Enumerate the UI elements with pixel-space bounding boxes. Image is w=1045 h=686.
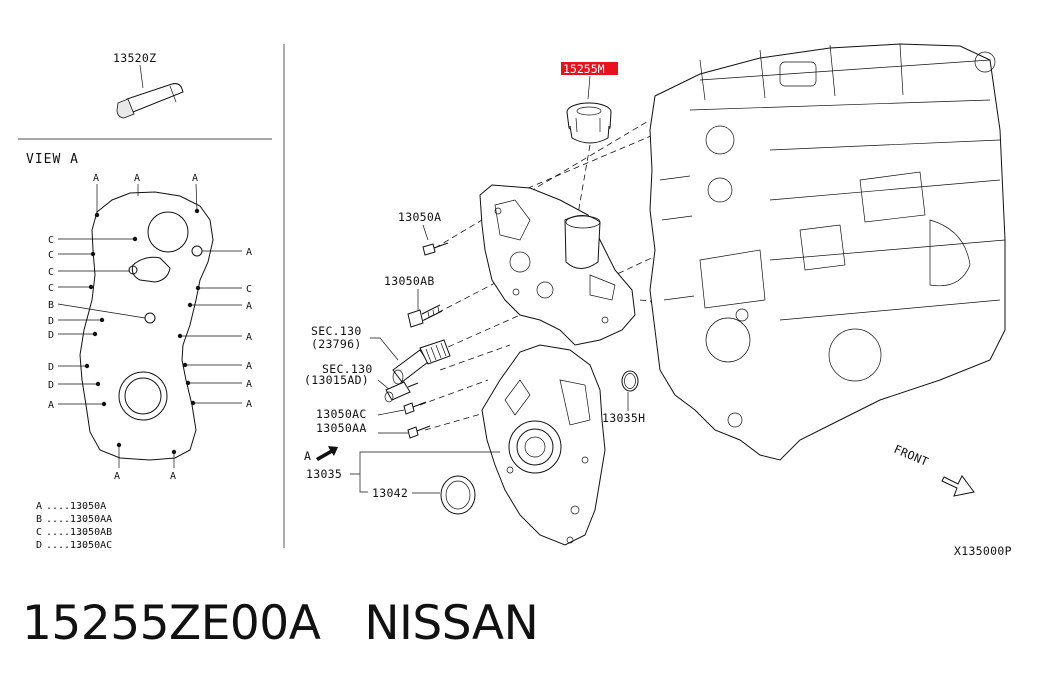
view-marker-right-5: A <box>246 361 252 372</box>
sec130-b-label: SEC.130 <box>322 362 373 376</box>
drawing-code: X135000P <box>954 544 1012 558</box>
view-arrow-label: A <box>304 449 311 463</box>
bolt-a-label: 13050A <box>398 210 441 224</box>
gasket-icon <box>621 370 639 392</box>
view-marker-bottom-1: A <box>114 471 120 482</box>
view-marker-right-4: A <box>246 332 252 343</box>
sealant-tube-icon <box>116 83 184 119</box>
legend-key-b: B <box>36 514 42 525</box>
view-marker-right-6: A <box>246 379 252 390</box>
left-panel: 13520Z VIEW A A A A C C C C <box>18 44 285 551</box>
view-marker-left-3: C <box>48 267 54 278</box>
bolt-ac-label: 13050AC <box>316 407 367 421</box>
legend-dots-a: ....... <box>46 501 88 512</box>
view-marker-left-8: D <box>48 362 54 373</box>
position-sensor-icon <box>384 381 419 403</box>
oil-control-solenoid-icon <box>392 339 451 385</box>
view-marker-left-2: C <box>48 250 54 261</box>
seal-label: 13042 <box>372 486 408 500</box>
legend-key-a: A <box>36 501 42 512</box>
highlight-label[interactable]: 15255M <box>563 62 605 76</box>
sec130-b-sub-label: (13015AD) <box>304 373 369 387</box>
view-marker-left-1: C <box>48 235 54 246</box>
brand-name: NISSAN <box>364 596 539 651</box>
sec130-a-label: SEC.130 <box>311 324 362 338</box>
legend-dots-d: ....... <box>46 540 88 551</box>
view-marker-top-2: A <box>134 173 140 184</box>
view-marker-left-7: D <box>48 330 54 341</box>
view-marker-bottom-2: A <box>170 471 176 482</box>
tube-label: 13520Z <box>113 51 156 65</box>
highlight-label-box <box>561 62 618 75</box>
view-a-cover-outline <box>79 191 214 461</box>
view-marker-right-7: A <box>246 399 252 410</box>
view-marker-left-6: D <box>48 316 54 327</box>
view-direction-arrow-icon <box>316 446 338 461</box>
gasket-label: 13035H <box>602 411 645 425</box>
bolt-a-icon <box>422 242 449 256</box>
legend: A ....... 13050A B ....... 13050AA C ...… <box>36 501 112 551</box>
sec130-a-sub-label: (23796) <box>311 337 362 351</box>
view-marker-left-9: D <box>48 380 54 391</box>
footer: 15255ZE00A NISSAN <box>22 596 539 662</box>
view-marker-left-4: C <box>48 283 54 294</box>
legend-dots-c: ....... <box>46 527 88 538</box>
front-cover-lower-icon <box>481 344 606 546</box>
part-number: 15255ZE00A <box>22 596 321 651</box>
view-marker-right-1: A <box>246 247 252 258</box>
view-marker-left-10: A <box>48 400 54 411</box>
legend-value-a: 13050A <box>70 501 106 512</box>
bolt-aa-label: 13050AA <box>316 421 367 435</box>
right-panel: 15255M <box>304 43 1012 558</box>
legend-value-b: 13050AA <box>70 514 112 525</box>
legend-key-c: C <box>36 527 42 538</box>
legend-value-d: 13050AC <box>70 540 112 551</box>
view-title: VIEW A <box>26 152 79 167</box>
bolt-ac-icon <box>403 401 427 415</box>
front-label: FRONT <box>892 442 931 469</box>
view-marker-top-3: A <box>192 173 198 184</box>
view-marker-top-1: A <box>93 173 99 184</box>
front-arrow-icon <box>941 475 975 497</box>
cover-label: 13035 <box>306 467 342 481</box>
oil-filler-cap-icon <box>566 102 612 144</box>
front-seal-icon <box>440 475 476 515</box>
bolt-ab-icon <box>407 304 443 328</box>
bolt-ab-label: 13050AB <box>384 274 435 288</box>
right-bolt-dots <box>94 208 201 455</box>
legend-value-c: 13050AB <box>70 527 112 538</box>
left-bolt-dots <box>84 236 138 407</box>
view-marker-right-2: C <box>246 284 252 295</box>
front-cover-upper-icon <box>479 184 636 346</box>
legend-key-d: D <box>36 540 42 551</box>
view-marker-right-3: A <box>246 301 252 312</box>
legend-dots-b: ....... <box>46 514 88 525</box>
bolt-aa-icon <box>407 425 431 439</box>
view-marker-left-5: B <box>48 300 54 311</box>
engine-block-icon <box>649 43 1006 461</box>
